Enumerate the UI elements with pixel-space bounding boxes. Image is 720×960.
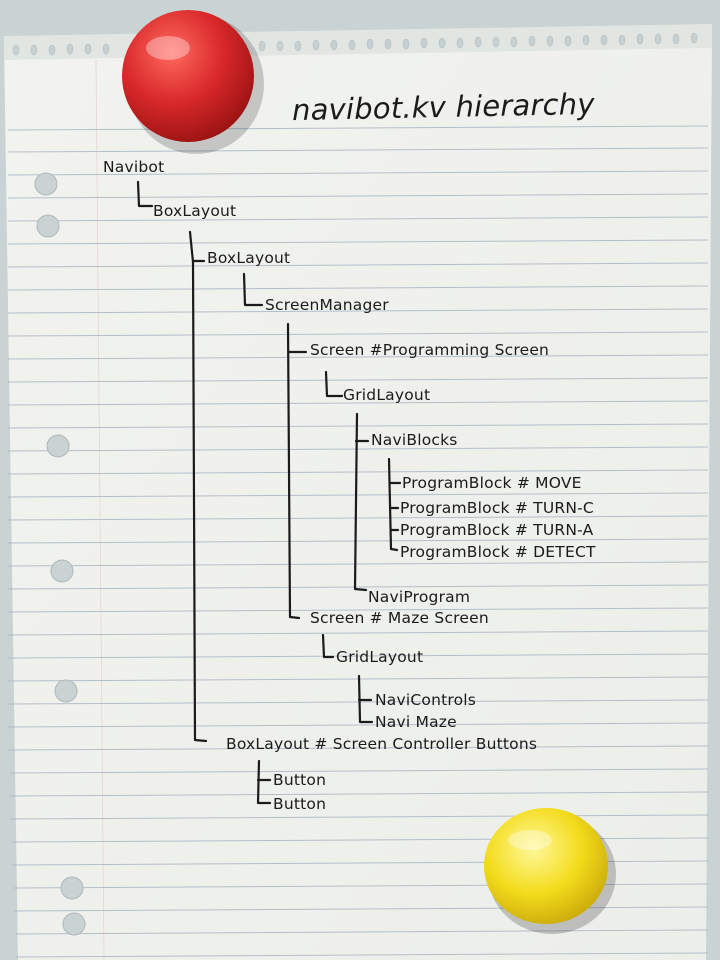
edge-maze-gridlayout — [321, 633, 335, 659]
node-gridlayout-maze: GridLayout — [336, 648, 424, 666]
edge-gridlayout-children — [353, 412, 368, 592]
punch-hole-icon — [36, 214, 60, 238]
punch-hole-icon — [60, 876, 84, 900]
punch-holes — [34, 172, 86, 936]
edge-boxlayout-children — [188, 230, 208, 743]
tree-lines — [136, 180, 402, 805]
node-navibot: Navibot — [103, 158, 165, 176]
edge-screenmanager-screens — [286, 322, 301, 620]
node-screen-programming: Screen #Programming Screen — [310, 341, 550, 359]
yellow-magnet-icon — [484, 808, 616, 934]
spiral-tear-holes — [12, 32, 698, 56]
node-programblock-move: ProgramBlock # MOVE — [402, 474, 582, 492]
punch-hole-icon — [34, 172, 58, 196]
page-title: navibot.kv hierarchy — [291, 86, 595, 128]
red-magnet-icon — [122, 10, 264, 154]
punch-hole-icon — [54, 679, 78, 703]
punch-hole-icon — [50, 559, 74, 583]
edge-naviblocks-programblocks — [387, 457, 393, 551]
node-gridlayout-programming: GridLayout — [343, 386, 431, 404]
node-boxlayout-buttons: BoxLayout # Screen Controller Buttons — [226, 735, 538, 753]
node-programblock-turn-c: ProgramBlock # TURN-C — [400, 499, 594, 517]
edge-inner-screenmanager — [242, 272, 264, 307]
edge-navibot-boxlayout — [136, 180, 154, 208]
edge-screen-gridlayout — [324, 370, 344, 398]
node-screenmanager: ScreenManager — [265, 296, 389, 314]
node-button-1: Button — [273, 771, 327, 789]
node-navimaze: Navi Maze — [375, 713, 457, 731]
edge-buttons — [256, 759, 272, 805]
ruled-lines — [7, 125, 709, 958]
node-button-2: Button — [273, 795, 327, 813]
node-navicontrols: NaviControls — [375, 691, 477, 709]
node-boxlayout-inner: BoxLayout — [207, 249, 291, 267]
node-programblock-turn-a: ProgramBlock # TURN-A — [400, 521, 594, 539]
punch-hole-icon — [46, 434, 70, 458]
node-programblock-detect: ProgramBlock # DETECT — [400, 543, 596, 561]
punch-hole-icon — [62, 912, 86, 936]
node-naviblocks: NaviBlocks — [371, 431, 458, 449]
edge-maze-children — [357, 674, 374, 724]
node-naviprogram: NaviProgram — [368, 588, 471, 606]
node-screen-maze: Screen # Maze Screen — [310, 609, 489, 627]
node-boxlayout-root: BoxLayout — [153, 202, 237, 220]
